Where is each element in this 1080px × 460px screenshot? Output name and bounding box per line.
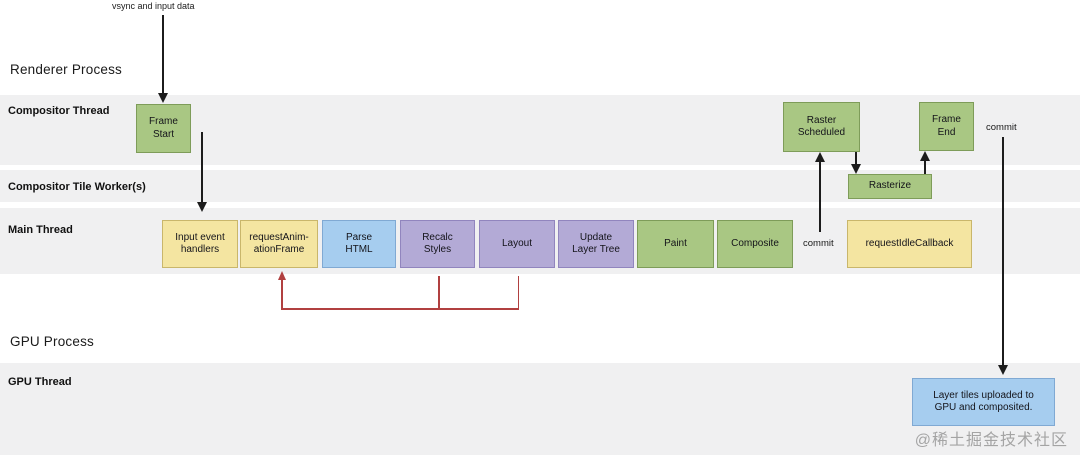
paint-box: Paint: [637, 220, 714, 268]
commit-up-arrowhead-icon: [815, 152, 825, 162]
feedback-bottom-line: [281, 308, 519, 310]
compositor-thread-label: Compositor Thread: [8, 105, 110, 117]
parse-html-box: Parse HTML: [322, 220, 396, 268]
recalc-styles-box: Recalc Styles: [400, 220, 475, 268]
layout-box: Layout: [479, 220, 555, 268]
raf-feedback-left-line: [281, 279, 283, 310]
watermark: @稀土掘金技术社区: [914, 432, 1068, 449]
raster-scheduled-box: Raster Scheduled: [783, 102, 860, 152]
vsync-arrow-line: [162, 15, 164, 93]
request-idle-callback-box: requestIdleCallback: [847, 220, 972, 268]
commit-label-main: commit: [803, 238, 834, 249]
commit-down-arrow-line: [1002, 137, 1004, 365]
rasterize-to-frame-end-arrowhead-icon: [920, 151, 930, 161]
gpu-thread-band: [0, 363, 1080, 455]
vsync-arrowhead-icon: [158, 93, 168, 103]
commit-label-top: commit: [986, 122, 1017, 133]
recalc-styles-feedback-line: [438, 276, 440, 310]
layer-tiles-uploaded-box: Layer tiles uploaded to GPU and composit…: [912, 378, 1055, 426]
frame-start-box: Frame Start: [136, 104, 191, 153]
rasterize-box: Rasterize: [848, 174, 932, 199]
main-thread-label: Main Thread: [8, 224, 73, 236]
frame-end-box: Frame End: [919, 102, 974, 151]
raster-scheduled-to-rasterize-arrow-line: [855, 152, 857, 164]
frame-start-to-main-arrowhead-icon: [197, 202, 207, 212]
raf-feedback-arrowhead-icon: [277, 271, 286, 280]
frame-start-to-main-arrow-line: [201, 132, 203, 202]
commit-down-arrowhead-icon: [998, 365, 1008, 375]
composite-box: Composite: [717, 220, 793, 268]
renderer-process-heading: Renderer Process: [10, 62, 122, 77]
request-animation-frame-box: requestAnim- ationFrame: [240, 220, 318, 268]
layout-feedback-line: [517, 276, 519, 310]
commit-up-arrow-line: [819, 162, 821, 232]
rasterize-to-frame-end-arrow-line: [924, 161, 926, 174]
gpu-process-heading: GPU Process: [10, 334, 94, 349]
update-layer-tree-box: Update Layer Tree: [558, 220, 634, 268]
input-event-handlers-box: Input event handlers: [162, 220, 238, 268]
vsync-label: vsync and input data: [112, 1, 195, 11]
tile-worker-thread-label: Compositor Tile Worker(s): [8, 181, 146, 193]
gpu-thread-label: GPU Thread: [8, 376, 72, 388]
raster-scheduled-to-rasterize-arrowhead-icon: [851, 164, 861, 174]
